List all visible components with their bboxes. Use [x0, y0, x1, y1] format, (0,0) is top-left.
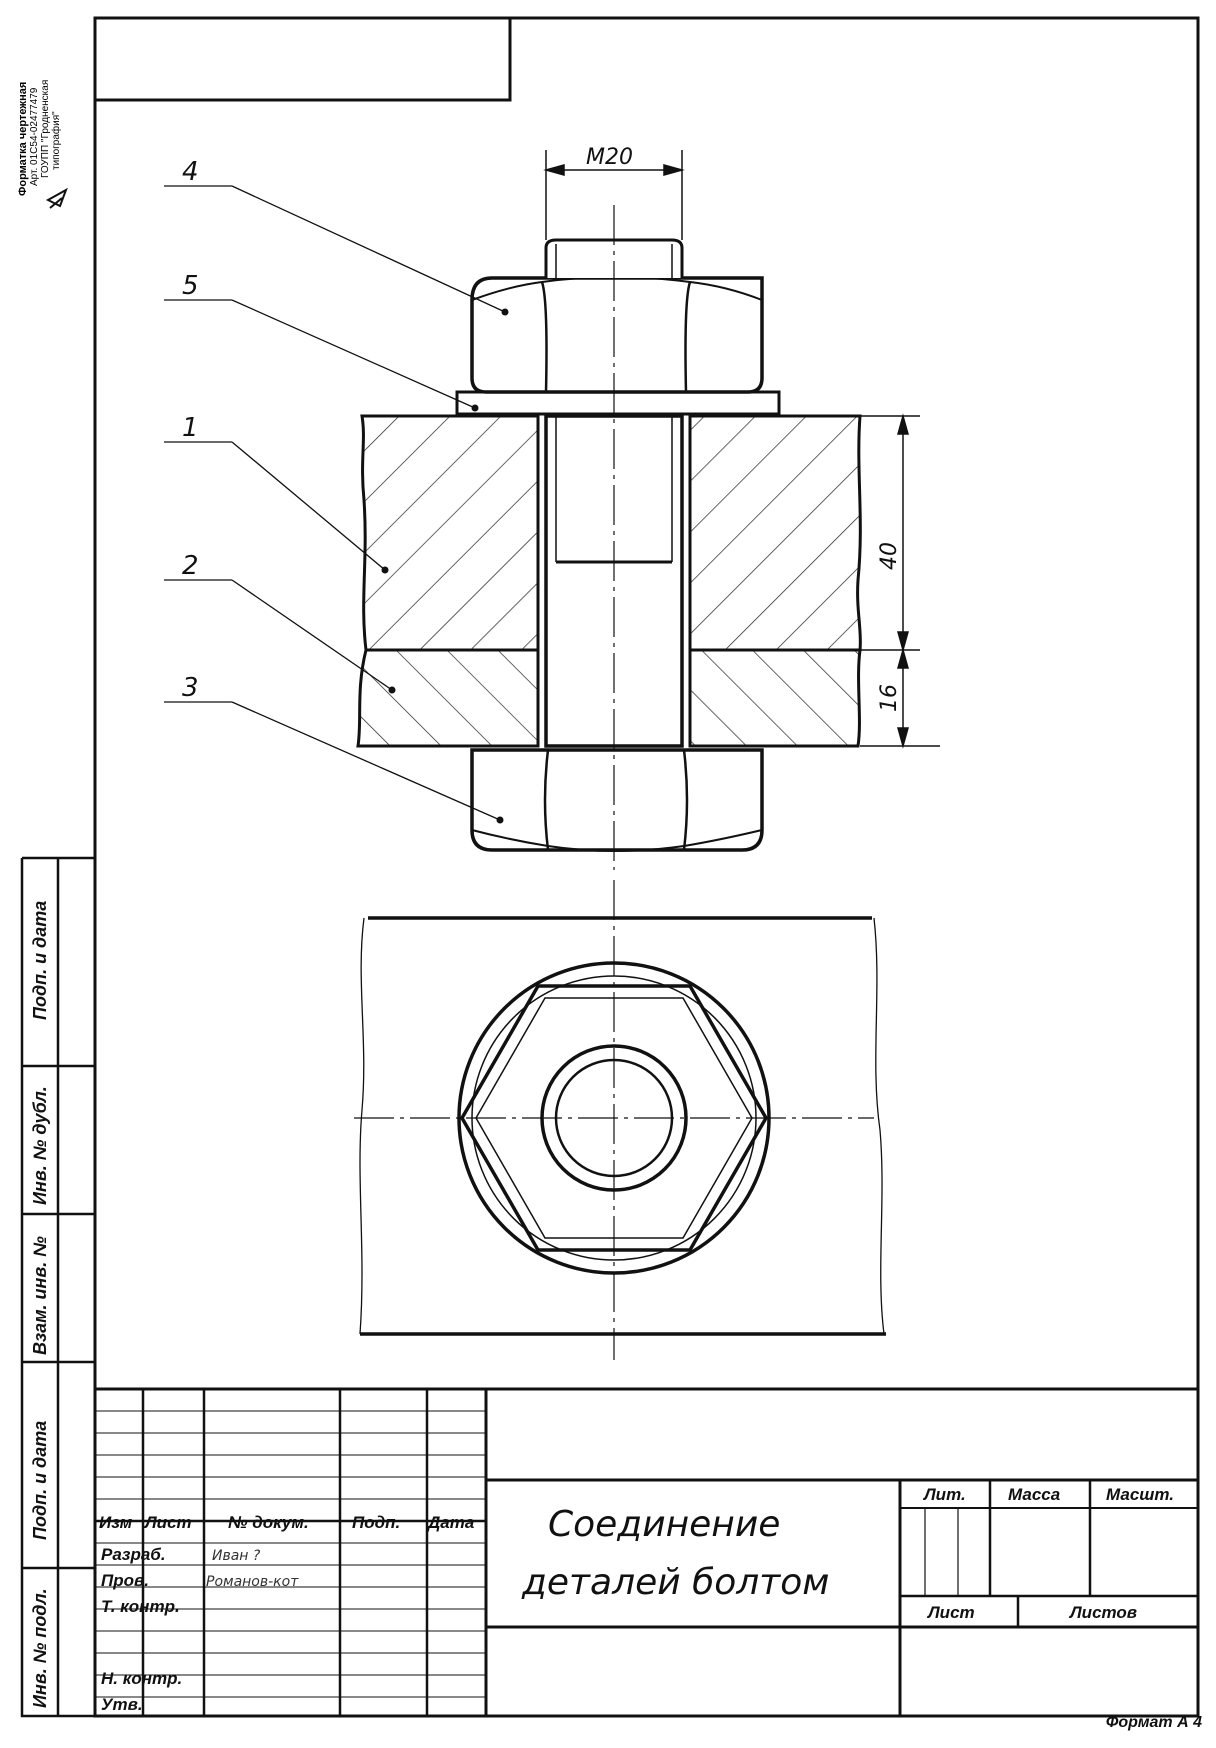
tb-sheet: Лист [926, 1603, 975, 1622]
publisher-stamp: Форматка чертежная Арт. 01С54-02477479 Г… [17, 80, 68, 209]
publisher-line3: ГОУПП "Гродненская [40, 80, 51, 178]
callout-4: 4 [182, 157, 199, 187]
tb-row-tkontr: Т. контр. [101, 1597, 180, 1616]
front-section-view [356, 205, 862, 870]
side-podp-data-top: Подп. и дата [30, 901, 50, 1020]
tb-header-izm: Изм [99, 1513, 133, 1532]
dim-thread-label: М20 [586, 145, 633, 170]
tb-title-line1: Соединение [548, 1504, 780, 1545]
tb-sheets: Листов [1068, 1603, 1137, 1622]
plan-view [354, 880, 886, 1360]
side-stamp [20, 856, 95, 1718]
plate-1-left [360, 414, 540, 652]
washer [455, 390, 781, 416]
tb-row-razrab: Разраб. [101, 1545, 166, 1564]
callout-2: 2 [182, 551, 199, 581]
publisher-line1: Форматка чертежная [17, 82, 29, 196]
tb-masht: Масшт. [1106, 1485, 1174, 1504]
side-podp-data-bottom: Подп. и дата [30, 1421, 50, 1540]
callout-1: 1 [182, 413, 199, 443]
tb-title-line2: деталей болтом [521, 1562, 829, 1603]
nut [470, 276, 764, 394]
tb-header-data: Дата [426, 1513, 474, 1532]
tb-header-podp: Подп. [352, 1513, 400, 1532]
callout-3: 3 [182, 673, 199, 703]
tb-lit: Лит. [922, 1485, 966, 1504]
dimensions [543, 150, 940, 749]
tb-massa: Масса [1008, 1485, 1060, 1504]
tb-header-doc: № докум. [228, 1513, 309, 1532]
title-block [95, 1387, 1198, 1716]
tb-row-nkontr: Н. контр. [101, 1669, 182, 1688]
dim-bottom-plate-label: 16 [877, 684, 902, 712]
publisher-logo-icon [45, 187, 68, 209]
side-inv-podl: Инв. № подл. [30, 1588, 50, 1708]
tb-row-prov: Пров. [101, 1571, 149, 1590]
plate-2-right [688, 648, 862, 748]
main-frame [93, 16, 1200, 1718]
callout-leaders [164, 185, 506, 821]
tb-row-utv: Утв. [101, 1695, 143, 1714]
plate-1-right [688, 414, 862, 652]
plate-2-left [356, 648, 540, 748]
tb-header-list: Лист [143, 1513, 192, 1532]
top-left-box [95, 18, 512, 102]
format-label: Формат А 4 [1105, 1714, 1202, 1731]
dim-top-plate-label: 40 [877, 542, 902, 570]
side-inv-dubl: Инв. № дубл. [30, 1086, 50, 1205]
side-vzam-inv: Взам. инв. № [30, 1236, 50, 1355]
nut-hexagon [459, 984, 769, 1252]
callout-5: 5 [182, 271, 199, 301]
publisher-line2: Арт. 01С54-02477479 [29, 87, 40, 186]
publisher-line4: типография" [50, 111, 62, 170]
tb-signature-prov: Романов-кот [206, 1574, 299, 1590]
tb-signature-razrab: Иван ? [212, 1548, 261, 1564]
bolt-head [470, 748, 764, 852]
